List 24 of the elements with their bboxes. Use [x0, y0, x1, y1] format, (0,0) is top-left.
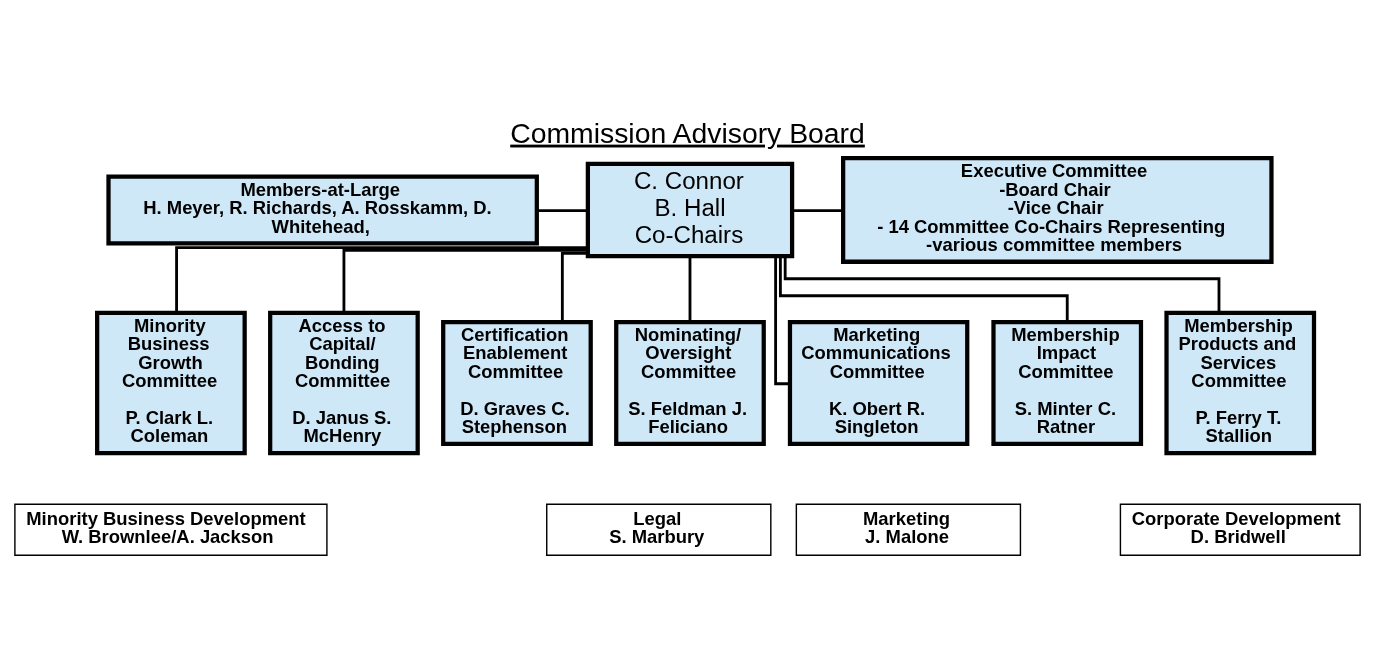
node-box: Legal S. Marbury	[546, 503, 772, 556]
node-box: Membership Products and Services Committee P. Ferry T. Stallion	[1164, 310, 1317, 455]
connector	[175, 245, 588, 312]
node-box: Minority Business Development W. Brownlee/A. Jackson	[14, 503, 328, 556]
node-box: Membership Impact Committee S. Minter C. Ratner	[991, 319, 1144, 446]
node-box: Marketing Communications Committee K. Obert R. Singleton	[787, 319, 970, 446]
connector	[560, 251, 588, 322]
node-box: Corporate Development D. Bridwell	[1119, 503, 1361, 556]
connector	[783, 255, 1221, 312]
node-box: Nominating/ Oversight Committee S. Feldman J. Feliciano	[614, 319, 766, 446]
connector	[774, 255, 790, 385]
connector	[342, 248, 588, 312]
node-box: Marketing J. Malone	[795, 503, 1022, 556]
node-box: Members-at-Large H. Meyer, R. Richards, A. Rosskamm, D. Whitehead,	[106, 174, 539, 245]
diagram-title: Commission Advisory Board	[510, 116, 865, 149]
connector	[792, 208, 843, 212]
node-box: Access to Capital/ Bonding Committee D. Janus S. McHenry	[268, 310, 420, 455]
node-box: Minority Business Growth Committee P. Clark L. Coleman	[95, 310, 247, 455]
node-box: C. Connor B. Hall Co-Chairs	[585, 161, 795, 258]
connector	[536, 208, 588, 212]
connector	[688, 255, 692, 322]
connector	[778, 255, 1069, 322]
node-box: Executive Committee -Board Chair -Vice Chair - 14 Committee Co-Chairs Representing -various committee members	[841, 155, 1274, 264]
node-box: Certification Enablement Committee D. Graves C. Stephenson	[441, 319, 593, 446]
